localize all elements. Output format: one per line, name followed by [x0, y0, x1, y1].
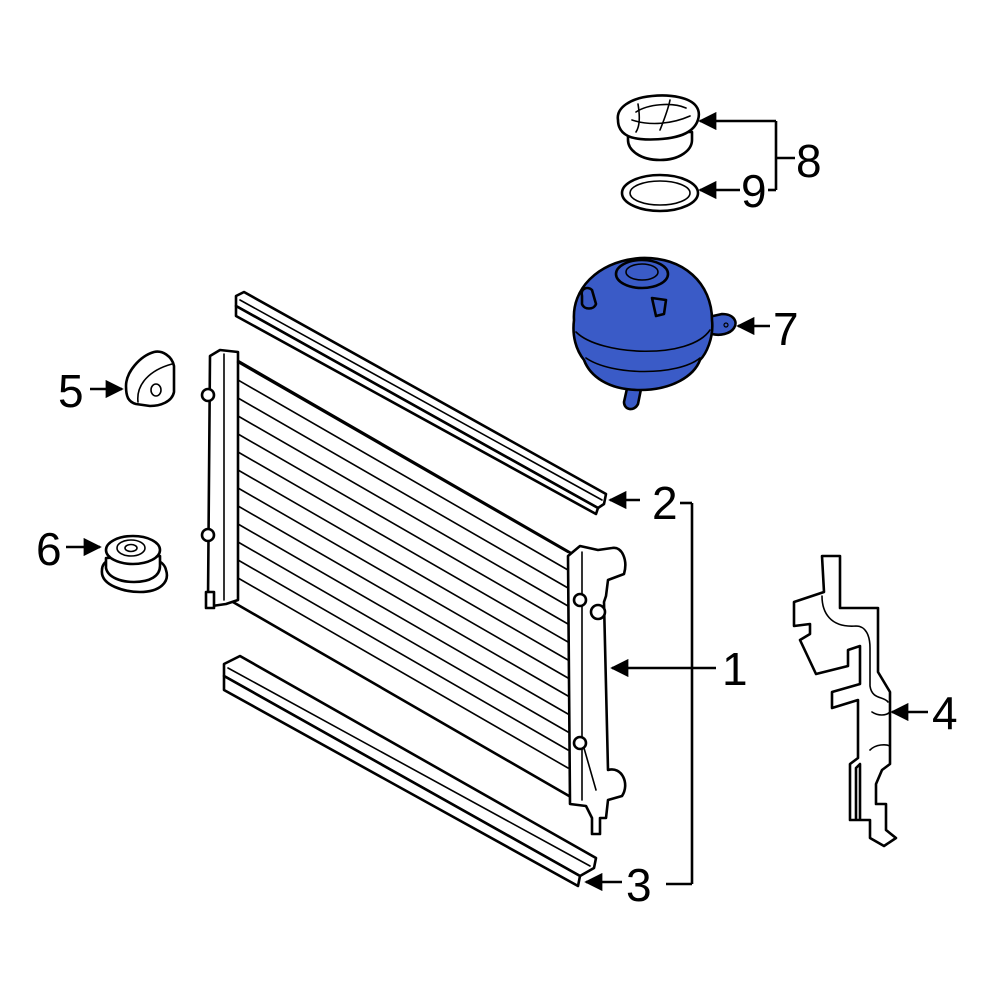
callout-2[interactable]: 2: [652, 477, 678, 529]
callout-8-9-leaders: [698, 111, 795, 200]
callout-1[interactable]: 1: [722, 643, 748, 695]
reservoir-cap-part[interactable]: [616, 94, 701, 162]
upper-mount-part[interactable]: [124, 350, 176, 408]
callout-9[interactable]: 9: [741, 165, 767, 217]
callout-8[interactable]: 8: [796, 135, 822, 187]
side-deflector-part[interactable]: [792, 554, 898, 848]
lower-seal-part[interactable]: [222, 654, 598, 888]
callout-1-2-3-bracket: [666, 501, 694, 886]
cap-seal-part[interactable]: [620, 173, 700, 213]
radiator-part[interactable]: [200, 348, 627, 836]
callout-7[interactable]: 7: [773, 303, 799, 355]
coolant-reservoir-part[interactable]: [572, 256, 737, 411]
upper-seal-part[interactable]: [234, 290, 608, 516]
lower-mount-part[interactable]: [100, 534, 169, 594]
callout-3[interactable]: 3: [626, 859, 652, 911]
callout-5[interactable]: 5: [58, 365, 84, 417]
callout-4[interactable]: 4: [932, 687, 958, 739]
callout-6[interactable]: 6: [36, 523, 62, 575]
